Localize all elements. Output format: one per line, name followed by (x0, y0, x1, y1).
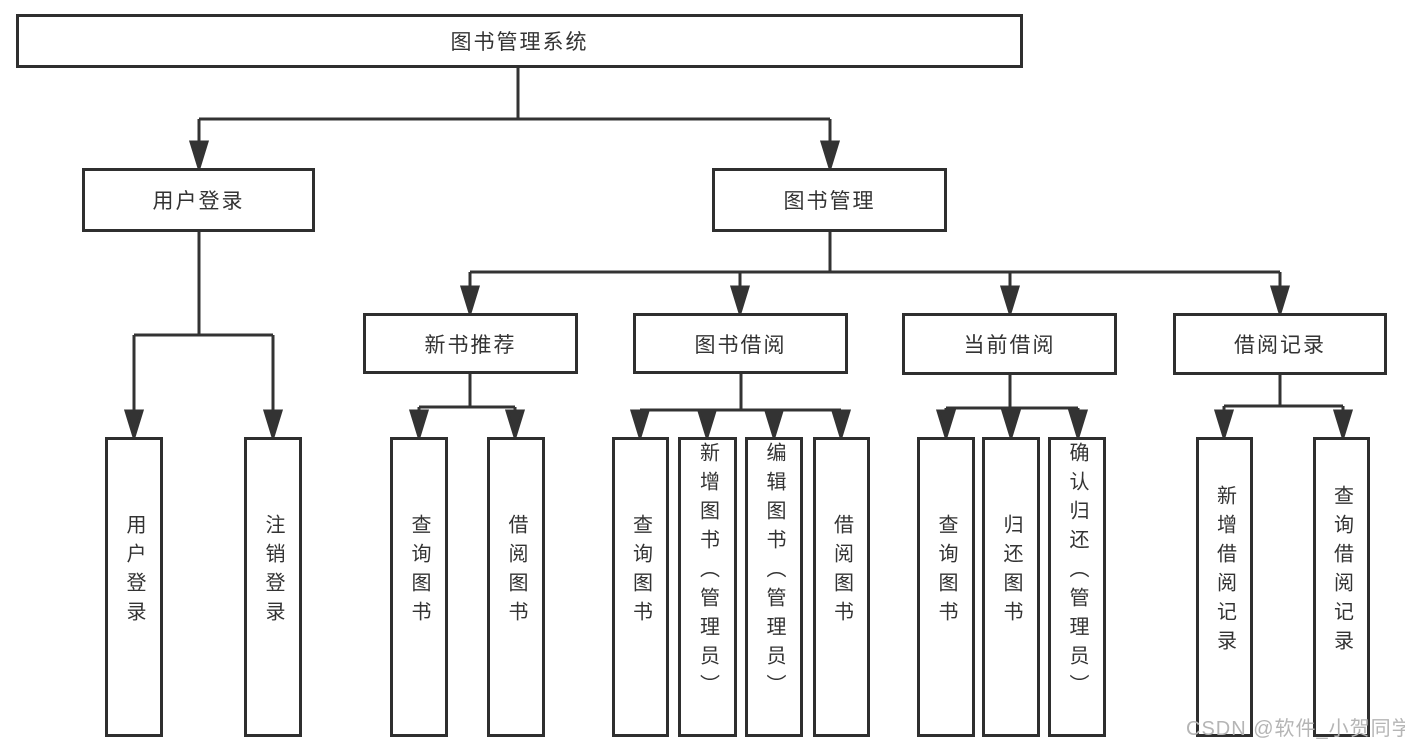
leaf-logout-label: 注销登录 (262, 514, 284, 630)
leaf-return-book-label: 归还图书 (1000, 514, 1022, 630)
leaf-confirm-return-admin: 确认归还（管理员） (1048, 437, 1106, 737)
node-book-borrow: 图书借阅 (633, 313, 848, 374)
leaf-query-borrow-record-label: 查询借阅记录 (1330, 485, 1353, 659)
leaf-newbook-borrow-label: 借阅图书 (505, 514, 527, 630)
leaf-user-login-label: 用户登录 (123, 514, 145, 630)
node-root-label: 图书管理系统 (450, 31, 589, 54)
node-new-book-recommend-label: 新书推荐 (424, 333, 517, 357)
leaf-logout: 注销登录 (244, 437, 302, 737)
leaf-borrow-query: 查询图书 (612, 437, 669, 737)
node-book-borrow-label: 图书借阅 (694, 333, 787, 357)
leaf-query-borrow-record: 查询借阅记录 (1313, 437, 1370, 737)
leaf-newbook-borrow: 借阅图书 (487, 437, 545, 737)
leaf-add-borrow-record: 新增借阅记录 (1196, 437, 1253, 737)
leaf-borrow-edit-admin-label: 编辑图书（管理员） (763, 441, 785, 703)
leaf-borrow-add-admin: 新增图书（管理员） (678, 437, 737, 737)
node-borrow-records-label: 借阅记录 (1234, 334, 1326, 357)
node-current-borrow: 当前借阅 (902, 313, 1117, 375)
leaf-borrow-add-admin-label: 新增图书（管理员） (696, 441, 719, 703)
leaf-borrow-edit-admin: 编辑图书（管理员） (745, 437, 803, 737)
node-root: 图书管理系统 (16, 14, 1023, 68)
node-book-management: 图书管理 (712, 168, 947, 232)
leaf-add-borrow-record-label: 新增借阅记录 (1213, 485, 1236, 659)
leaf-newbook-query-label: 查询图书 (408, 514, 430, 630)
watermark: CSDN @软件_小贺同学 (1186, 718, 1405, 740)
node-user-login-label: 用户登录 (152, 190, 245, 213)
node-user-login: 用户登录 (82, 168, 315, 232)
node-borrow-records: 借阅记录 (1173, 313, 1387, 375)
leaf-current-query-label: 查询图书 (935, 514, 957, 630)
leaf-return-book: 归还图书 (982, 437, 1040, 737)
leaf-user-login: 用户登录 (105, 437, 163, 737)
leaf-newbook-query: 查询图书 (390, 437, 448, 737)
leaf-borrow-book-label: 借阅图书 (830, 514, 853, 630)
node-new-book-recommend: 新书推荐 (363, 313, 578, 374)
leaf-borrow-query-label: 查询图书 (629, 514, 652, 630)
leaf-current-query: 查询图书 (917, 437, 975, 737)
node-current-borrow-label: 当前借阅 (963, 334, 1056, 357)
leaf-borrow-book: 借阅图书 (813, 437, 870, 737)
node-book-management-label: 图书管理 (783, 190, 876, 213)
leaf-confirm-return-admin-label: 确认归还（管理员） (1066, 441, 1088, 703)
